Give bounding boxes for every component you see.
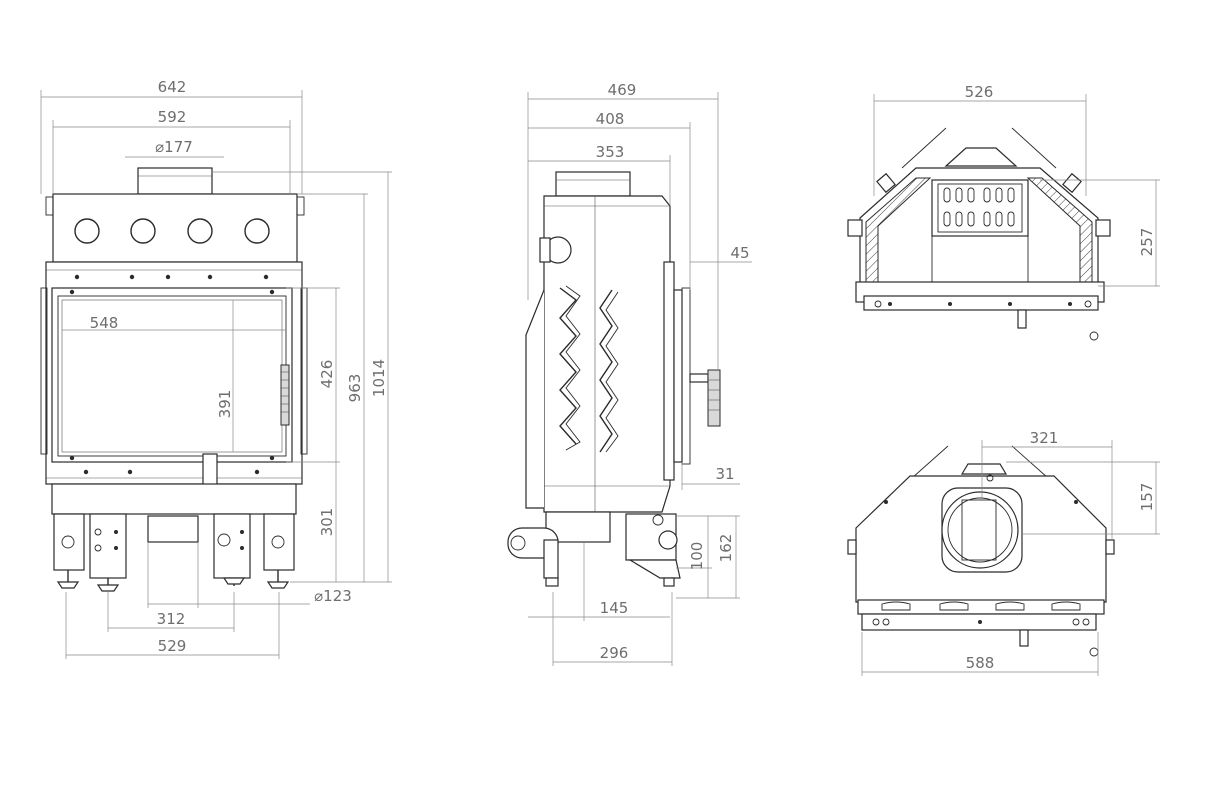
dim-296: 296 xyxy=(600,644,629,662)
dim-301: 301 xyxy=(318,508,336,537)
handle xyxy=(707,369,721,427)
dim-408: 408 xyxy=(596,110,625,128)
dim-391: 391 xyxy=(216,390,234,419)
dim-312: 312 xyxy=(157,610,186,628)
air-opening xyxy=(187,218,213,244)
door-profile xyxy=(663,261,675,481)
bottom-dimension-lines xyxy=(861,440,1160,676)
air-opening xyxy=(130,218,156,244)
front-legs xyxy=(53,513,295,592)
grate xyxy=(931,179,1029,237)
dim-642: 642 xyxy=(158,78,187,96)
dim-592: 592 xyxy=(158,108,187,126)
front-view: 642 592 ⌀177 548 391 426 963 1014 301 ⌀1… xyxy=(40,78,392,659)
dim-963: 963 xyxy=(346,374,364,403)
dim-31: 31 xyxy=(715,465,734,483)
side-view: 469 408 353 45 31 162 100 145 296 xyxy=(507,81,752,666)
air-inlet-collar xyxy=(941,491,1019,569)
top-section-view: 526 257 xyxy=(847,83,1160,341)
air-opening xyxy=(244,218,270,244)
top-body xyxy=(52,193,298,263)
dim-1014: 1014 xyxy=(370,359,388,397)
bottom-view: 321 157 588 xyxy=(847,429,1160,676)
dim-526: 526 xyxy=(965,83,994,101)
flue-collar xyxy=(555,171,631,197)
dim-flue-diameter: ⌀177 xyxy=(155,138,193,156)
dim-321: 321 xyxy=(1030,429,1059,447)
dim-469: 469 xyxy=(608,81,637,99)
dim-548: 548 xyxy=(90,314,119,332)
flue-collar xyxy=(137,167,213,195)
air-opening xyxy=(74,218,100,244)
dim-45: 45 xyxy=(730,244,749,262)
air-inlet xyxy=(147,515,199,543)
dim-100: 100 xyxy=(688,542,706,571)
dim-426: 426 xyxy=(318,360,336,389)
front-dimension-lines xyxy=(40,90,392,659)
dim-162: 162 xyxy=(717,534,735,563)
door-frame xyxy=(51,287,293,463)
dim-588: 588 xyxy=(966,654,995,672)
dim-529: 529 xyxy=(158,637,187,655)
dim-257: 257 xyxy=(1138,228,1156,257)
top-dimension-lines xyxy=(873,94,1160,287)
dim-inlet-diameter: ⌀123 xyxy=(314,587,352,605)
side-dimension-lines xyxy=(527,92,752,666)
dim-145: 145 xyxy=(600,599,629,617)
dim-157: 157 xyxy=(1138,483,1156,512)
dim-353: 353 xyxy=(596,143,625,161)
